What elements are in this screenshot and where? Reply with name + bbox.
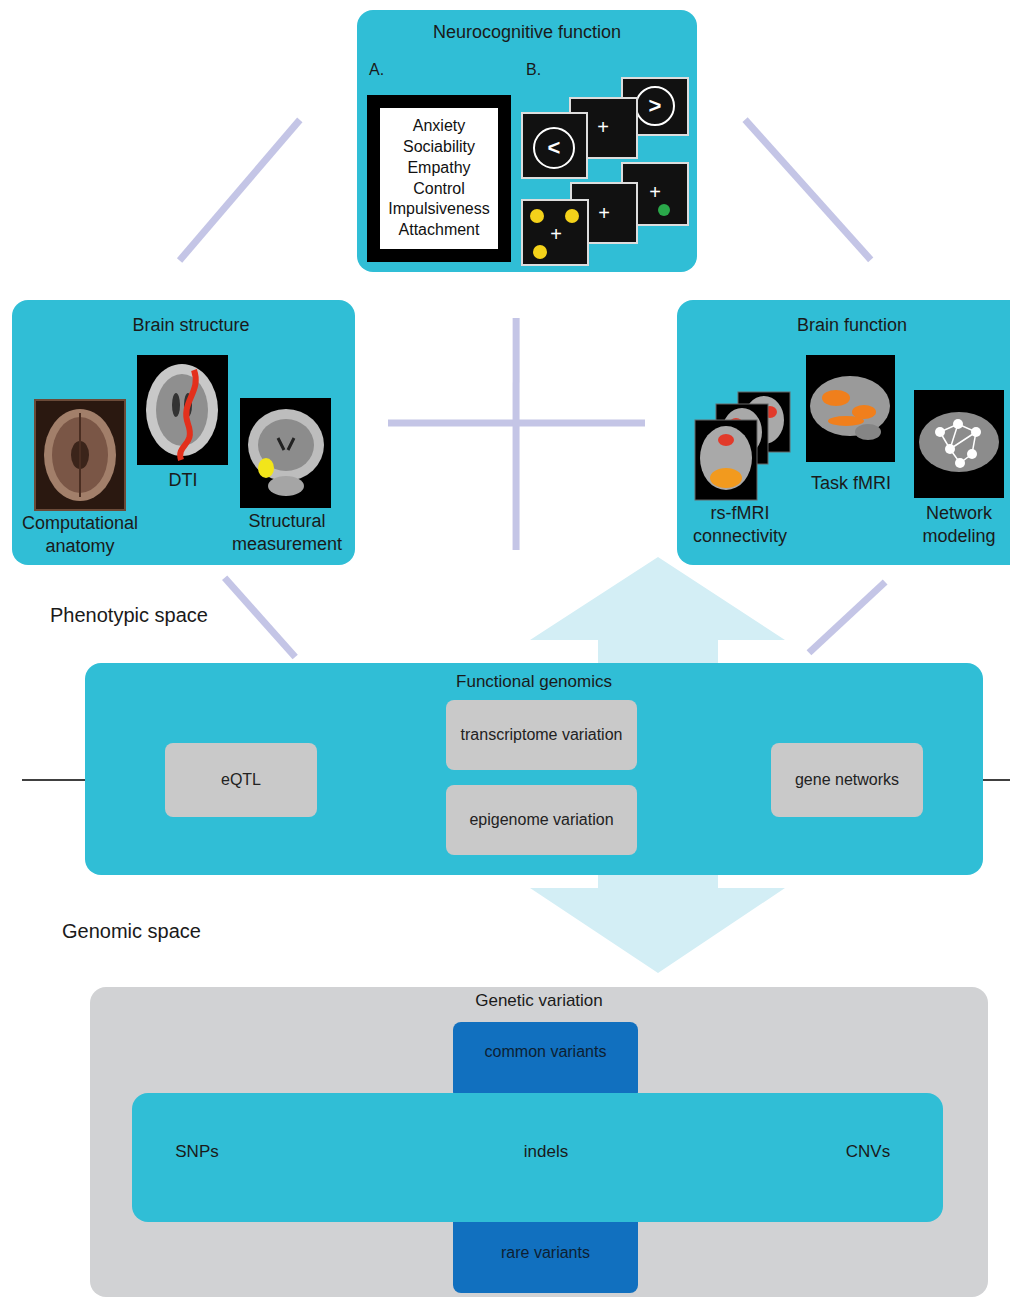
link-line: [225, 578, 296, 657]
category-panel: Brain function: [677, 300, 1010, 565]
category-panel: AnxietySociabilityEmpathyControlImpulsiv…: [357, 10, 697, 272]
panel-title: Genetic variation: [475, 990, 603, 1011]
fixation-cross: +: [598, 203, 610, 223]
panel-title: Brain function: [797, 314, 907, 337]
image-caption: DTI: [153, 469, 213, 492]
mri-image: [35, 400, 125, 510]
layer-panel: eQTL transcriptome variation epigenome var…: [85, 663, 983, 875]
variant-tab: common variants: [453, 1022, 638, 1100]
method-box: epigenome variation: [446, 785, 637, 855]
trait-name: Empathy: [407, 158, 470, 179]
task-screen: [522, 113, 587, 178]
method-box: transcriptome variation: [446, 700, 637, 770]
task-screen: [522, 200, 588, 265]
method-box: gene networks: [771, 743, 923, 817]
method-box: eQTL: [165, 743, 317, 817]
variant-label: common variants: [485, 1042, 607, 1062]
coronal-image: [240, 398, 331, 508]
task-screen: [571, 183, 637, 243]
network-image: [914, 390, 1004, 498]
trait-name: Attachment: [399, 220, 480, 241]
image-caption: rs-fMRI connectivity: [682, 502, 798, 549]
fmri-image: [695, 392, 790, 500]
trait-name: Control: [413, 179, 465, 200]
image-caption: Task fMRI: [801, 472, 901, 495]
fixation-cross: +: [550, 224, 562, 244]
panel-letter: A.: [369, 60, 384, 81]
link-line: [180, 120, 300, 261]
fixation-cross: +: [649, 182, 661, 202]
fixation-cross: +: [597, 117, 609, 137]
variant-label: rare variants: [501, 1243, 590, 1263]
stimulus-symbol: >: [649, 95, 662, 117]
variant-label: SNPs: [175, 1141, 218, 1162]
stimulus-symbol: <: [548, 137, 561, 159]
method-label: transcriptome variation: [461, 725, 623, 745]
panel-letter: B.: [526, 60, 541, 81]
panel-title: Neurocognitive function: [433, 21, 621, 44]
task-screen: [570, 98, 637, 158]
task-screen: [622, 78, 688, 135]
link-line: [809, 582, 885, 653]
link-line: [745, 120, 871, 260]
panel-title: Functional genomics: [456, 671, 612, 692]
region-label: Genomic space: [62, 918, 201, 944]
trait-name: Sociability: [403, 137, 475, 158]
task-screen: [622, 163, 688, 225]
image-caption: Structural measurement: [225, 510, 349, 557]
link-line: [388, 419, 645, 426]
image-caption: Network modeling: [913, 502, 1005, 549]
trait-name: Impulsiveness: [388, 199, 489, 220]
region-label: Phenotypic space: [50, 602, 208, 628]
link-line: [513, 318, 520, 550]
image-caption: Computational anatomy: [10, 512, 150, 559]
method-label: epigenome variation: [469, 810, 613, 830]
panel-title: Brain structure: [132, 314, 249, 337]
variant-band: SNPs indels CNVs: [132, 1093, 943, 1222]
dti-image: [137, 355, 228, 465]
variant-label: CNVs: [846, 1141, 890, 1162]
trait-list-box: AnxietySociabilityEmpathyControlImpulsiv…: [367, 95, 511, 262]
fmri-image: [806, 355, 895, 462]
layer-panel: common variantsSNPs indels CNVs rare varian…: [90, 987, 988, 1297]
method-label: gene networks: [795, 770, 899, 790]
trait-name: Anxiety: [413, 116, 465, 137]
variant-label: indels: [524, 1141, 568, 1162]
method-label: eQTL: [221, 770, 261, 790]
